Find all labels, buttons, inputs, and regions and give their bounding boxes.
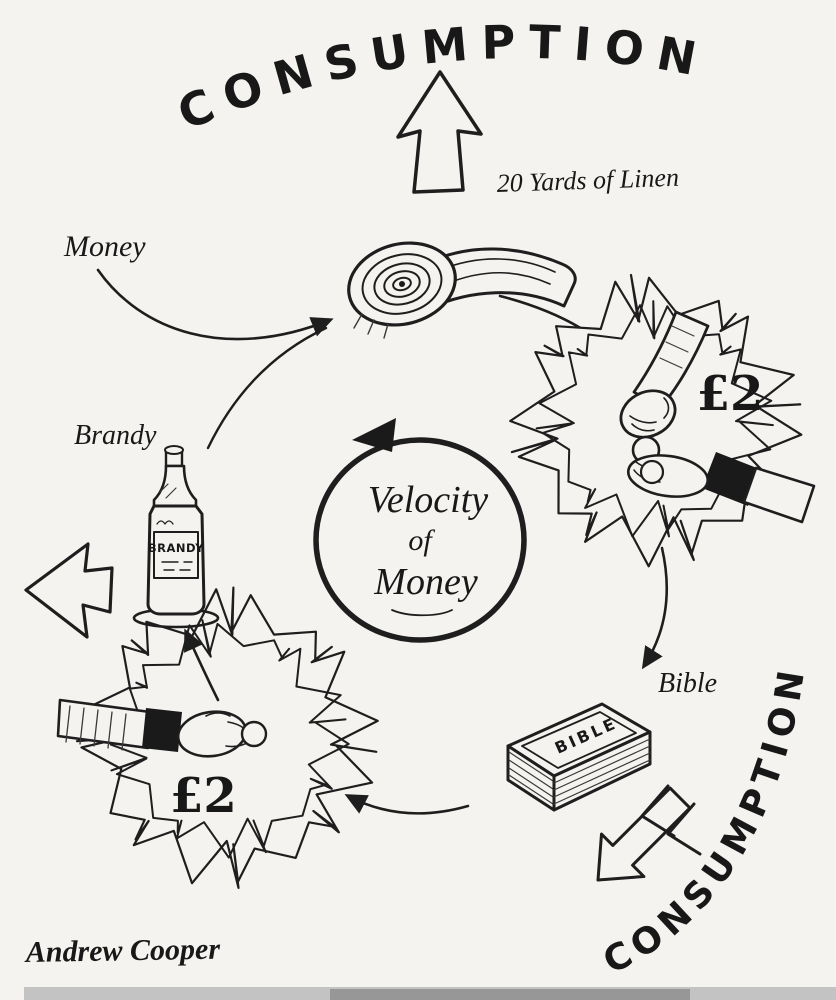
hand-to-brandy-arrow [184, 628, 220, 702]
down-left-arrow-outline [596, 784, 702, 882]
money-label: Money [63, 230, 146, 263]
money-to-linen-arrow [96, 268, 334, 341]
brandy-bottle-drawing: BRANDY [132, 445, 220, 629]
left-arrow-outline [24, 542, 114, 639]
brandy-label: Brandy [74, 420, 157, 451]
left-merge-curve [206, 326, 328, 450]
velocity-circle-arrow [313, 418, 527, 643]
right-hands-drawing [619, 310, 816, 524]
linen-roll-drawing [347, 241, 577, 339]
center-line2: of [408, 524, 435, 557]
hand-to-bible-arrow [641, 546, 668, 670]
price-left: £2 [170, 768, 237, 824]
dark-cuff-left [142, 708, 182, 752]
bottle-label-text: BRANDY [148, 541, 204, 555]
left-hand-drawing [56, 698, 268, 758]
bible-book-drawing: BIBLE [506, 702, 652, 812]
artist-signature: Andrew Cooper [24, 933, 221, 969]
up-arrow-outline [396, 70, 483, 194]
price-right: £2 [697, 366, 764, 422]
chevron-marks [640, 784, 702, 856]
scan-edge-strip [24, 987, 836, 1000]
bible-label: Bible [658, 668, 717, 699]
linen-label: 20 Yards of Linen [496, 163, 679, 198]
coin-in-palm [639, 459, 665, 485]
center-underline-flourish [391, 609, 453, 617]
center-line1: Velocity [368, 479, 488, 521]
bible-to-hand-arrow [344, 794, 470, 815]
center-line3: Money [373, 561, 478, 603]
coin-left [240, 720, 268, 748]
